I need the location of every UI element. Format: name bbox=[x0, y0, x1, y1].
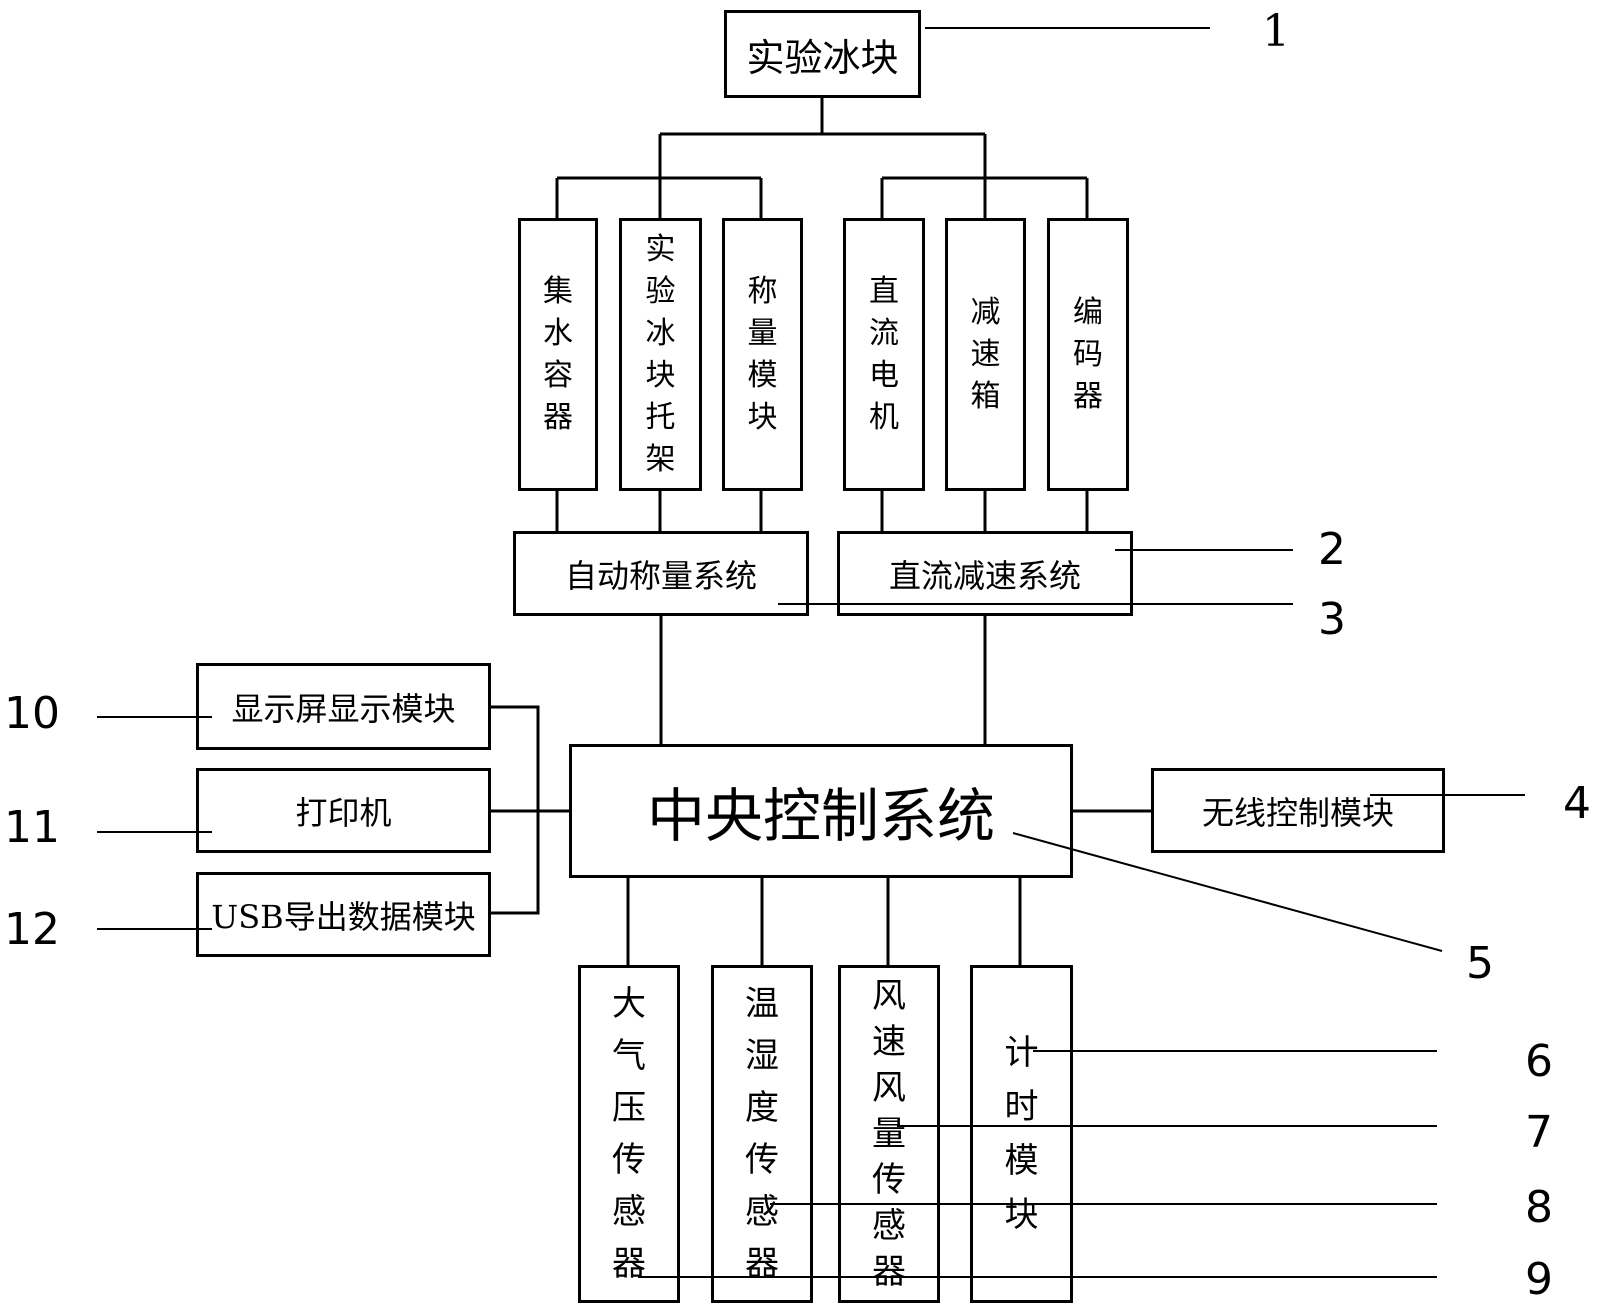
label-char: 电 bbox=[869, 357, 899, 393]
wind-speed-sensor-label: 风速风量传感器 bbox=[872, 973, 906, 1295]
ref-number-12: 12 bbox=[4, 904, 60, 955]
label-char: 风 bbox=[872, 1068, 906, 1108]
pressure-sensor-label: 大气压传感器 bbox=[612, 978, 646, 1290]
usb-export-module-label: USB导出数据模块 bbox=[211, 897, 476, 936]
ref-number-6: 6 bbox=[1525, 1036, 1553, 1087]
ice-holder-label: 实验冰块托架 bbox=[646, 229, 676, 481]
weighing-module-box: 称量模块 bbox=[722, 218, 803, 491]
ref-number-2: 2 bbox=[1318, 524, 1346, 575]
water-container-label: 集水容器 bbox=[543, 271, 573, 439]
label-char: 速 bbox=[872, 1022, 906, 1062]
label-char: 器 bbox=[612, 1244, 646, 1284]
ref-number-5: 5 bbox=[1466, 938, 1494, 989]
label-char: 器 bbox=[1073, 378, 1103, 414]
label-char: 机 bbox=[869, 399, 899, 435]
label-char: 速 bbox=[970, 336, 1001, 372]
label-char: 减 bbox=[970, 294, 1001, 330]
label-char: 验 bbox=[645, 273, 676, 309]
label-char: 感 bbox=[745, 1192, 779, 1232]
label-char: 传 bbox=[872, 1160, 906, 1200]
label-char: 器 bbox=[543, 399, 573, 435]
timer-module-label: 计时模块 bbox=[1005, 1026, 1039, 1242]
label-char: 容 bbox=[543, 357, 573, 393]
ref-number-3: 3 bbox=[1318, 594, 1346, 645]
ice-holder-box: 实验冰块托架 bbox=[619, 218, 702, 491]
central-control-system-label: 中央控制系统 bbox=[646, 782, 995, 850]
ice-block-box: 实验冰块 bbox=[724, 10, 921, 98]
auto-weighing-system-box: 自动称量系统 bbox=[513, 531, 809, 616]
label-char: 箱 bbox=[970, 378, 1001, 414]
label-char: 称 bbox=[747, 273, 778, 309]
ref-number-7: 7 bbox=[1525, 1107, 1553, 1158]
printer-box: 打印机 bbox=[196, 768, 491, 853]
label-char: 集 bbox=[543, 273, 573, 309]
usb-export-module-box: USB导出数据模块 bbox=[196, 872, 491, 957]
label-char: 传 bbox=[745, 1140, 779, 1180]
dc-motor-label: 直流电机 bbox=[869, 271, 899, 439]
encoder-box: 编码器 bbox=[1047, 218, 1129, 491]
auto-weighing-system-label: 自动称量系统 bbox=[564, 556, 757, 595]
dc-reduction-system-label: 直流减速系统 bbox=[888, 556, 1081, 595]
encoder-label: 编码器 bbox=[1073, 292, 1103, 418]
timer-module-box: 计时模块 bbox=[970, 965, 1073, 1303]
central-control-system-box: 中央控制系统 bbox=[569, 744, 1073, 878]
label-char: 器 bbox=[872, 1252, 906, 1292]
label-char: 计 bbox=[1004, 1033, 1039, 1073]
label-char: 感 bbox=[872, 1206, 906, 1246]
label-char: 湿 bbox=[745, 1036, 779, 1076]
label-char: 流 bbox=[869, 315, 899, 351]
wireless-control-module-label: 无线控制模块 bbox=[1201, 793, 1394, 832]
label-char: 冰 bbox=[645, 315, 676, 351]
label-char: 实 bbox=[645, 231, 676, 267]
label-char: 编 bbox=[1073, 294, 1103, 330]
ref-number-11: 11 bbox=[4, 802, 60, 853]
label-char: 直 bbox=[869, 273, 899, 309]
label-char: 码 bbox=[1073, 336, 1103, 372]
label-char: 大 bbox=[612, 984, 646, 1024]
display-module-box: 显示屏显示模块 bbox=[196, 663, 491, 750]
label-char: 风 bbox=[872, 976, 906, 1016]
wireless-control-module-box: 无线控制模块 bbox=[1151, 768, 1445, 853]
weighing-module-label: 称量模块 bbox=[748, 271, 778, 439]
label-char: 架 bbox=[645, 441, 676, 477]
label-char: 块 bbox=[1004, 1195, 1039, 1235]
label-char: 传 bbox=[612, 1140, 646, 1180]
ref-number-8: 8 bbox=[1525, 1182, 1553, 1233]
label-char: 器 bbox=[745, 1244, 779, 1284]
label-char: 量 bbox=[747, 315, 778, 351]
gearbox-box: 减速箱 bbox=[945, 218, 1026, 491]
water-container-box: 集水容器 bbox=[518, 218, 598, 491]
ref-number-9: 9 bbox=[1525, 1254, 1553, 1305]
label-char: 模 bbox=[747, 357, 778, 393]
ice-block-label: 实验冰块 bbox=[746, 35, 899, 80]
wind-speed-sensor-box: 风速风量传感器 bbox=[838, 965, 940, 1303]
ref-number-1: 1 bbox=[1262, 6, 1290, 57]
temp-humidity-sensor-label: 温湿度传感器 bbox=[745, 978, 779, 1290]
ref-number-4: 4 bbox=[1563, 778, 1591, 829]
label-char: 水 bbox=[543, 315, 573, 351]
label-char: 压 bbox=[612, 1088, 646, 1128]
dc-motor-box: 直流电机 bbox=[843, 218, 925, 491]
printer-label: 打印机 bbox=[295, 793, 392, 832]
label-char: 块 bbox=[747, 399, 778, 435]
ref-number-10: 10 bbox=[4, 688, 60, 739]
pressure-sensor-box: 大气压传感器 bbox=[578, 965, 680, 1303]
label-char: 模 bbox=[1004, 1141, 1039, 1181]
dc-reduction-system-box: 直流减速系统 bbox=[837, 531, 1133, 616]
label-char: 托 bbox=[645, 399, 676, 435]
label-char: 感 bbox=[612, 1192, 646, 1232]
label-char: 时 bbox=[1004, 1087, 1039, 1127]
label-char: 温 bbox=[745, 984, 779, 1024]
gearbox-label: 减速箱 bbox=[971, 292, 1001, 418]
label-char: 块 bbox=[645, 357, 676, 393]
label-char: 量 bbox=[872, 1114, 906, 1154]
display-module-label: 显示屏显示模块 bbox=[231, 689, 456, 728]
temp-humidity-sensor-box: 温湿度传感器 bbox=[711, 965, 813, 1303]
label-char: 度 bbox=[745, 1088, 779, 1128]
label-char: 气 bbox=[612, 1036, 646, 1076]
